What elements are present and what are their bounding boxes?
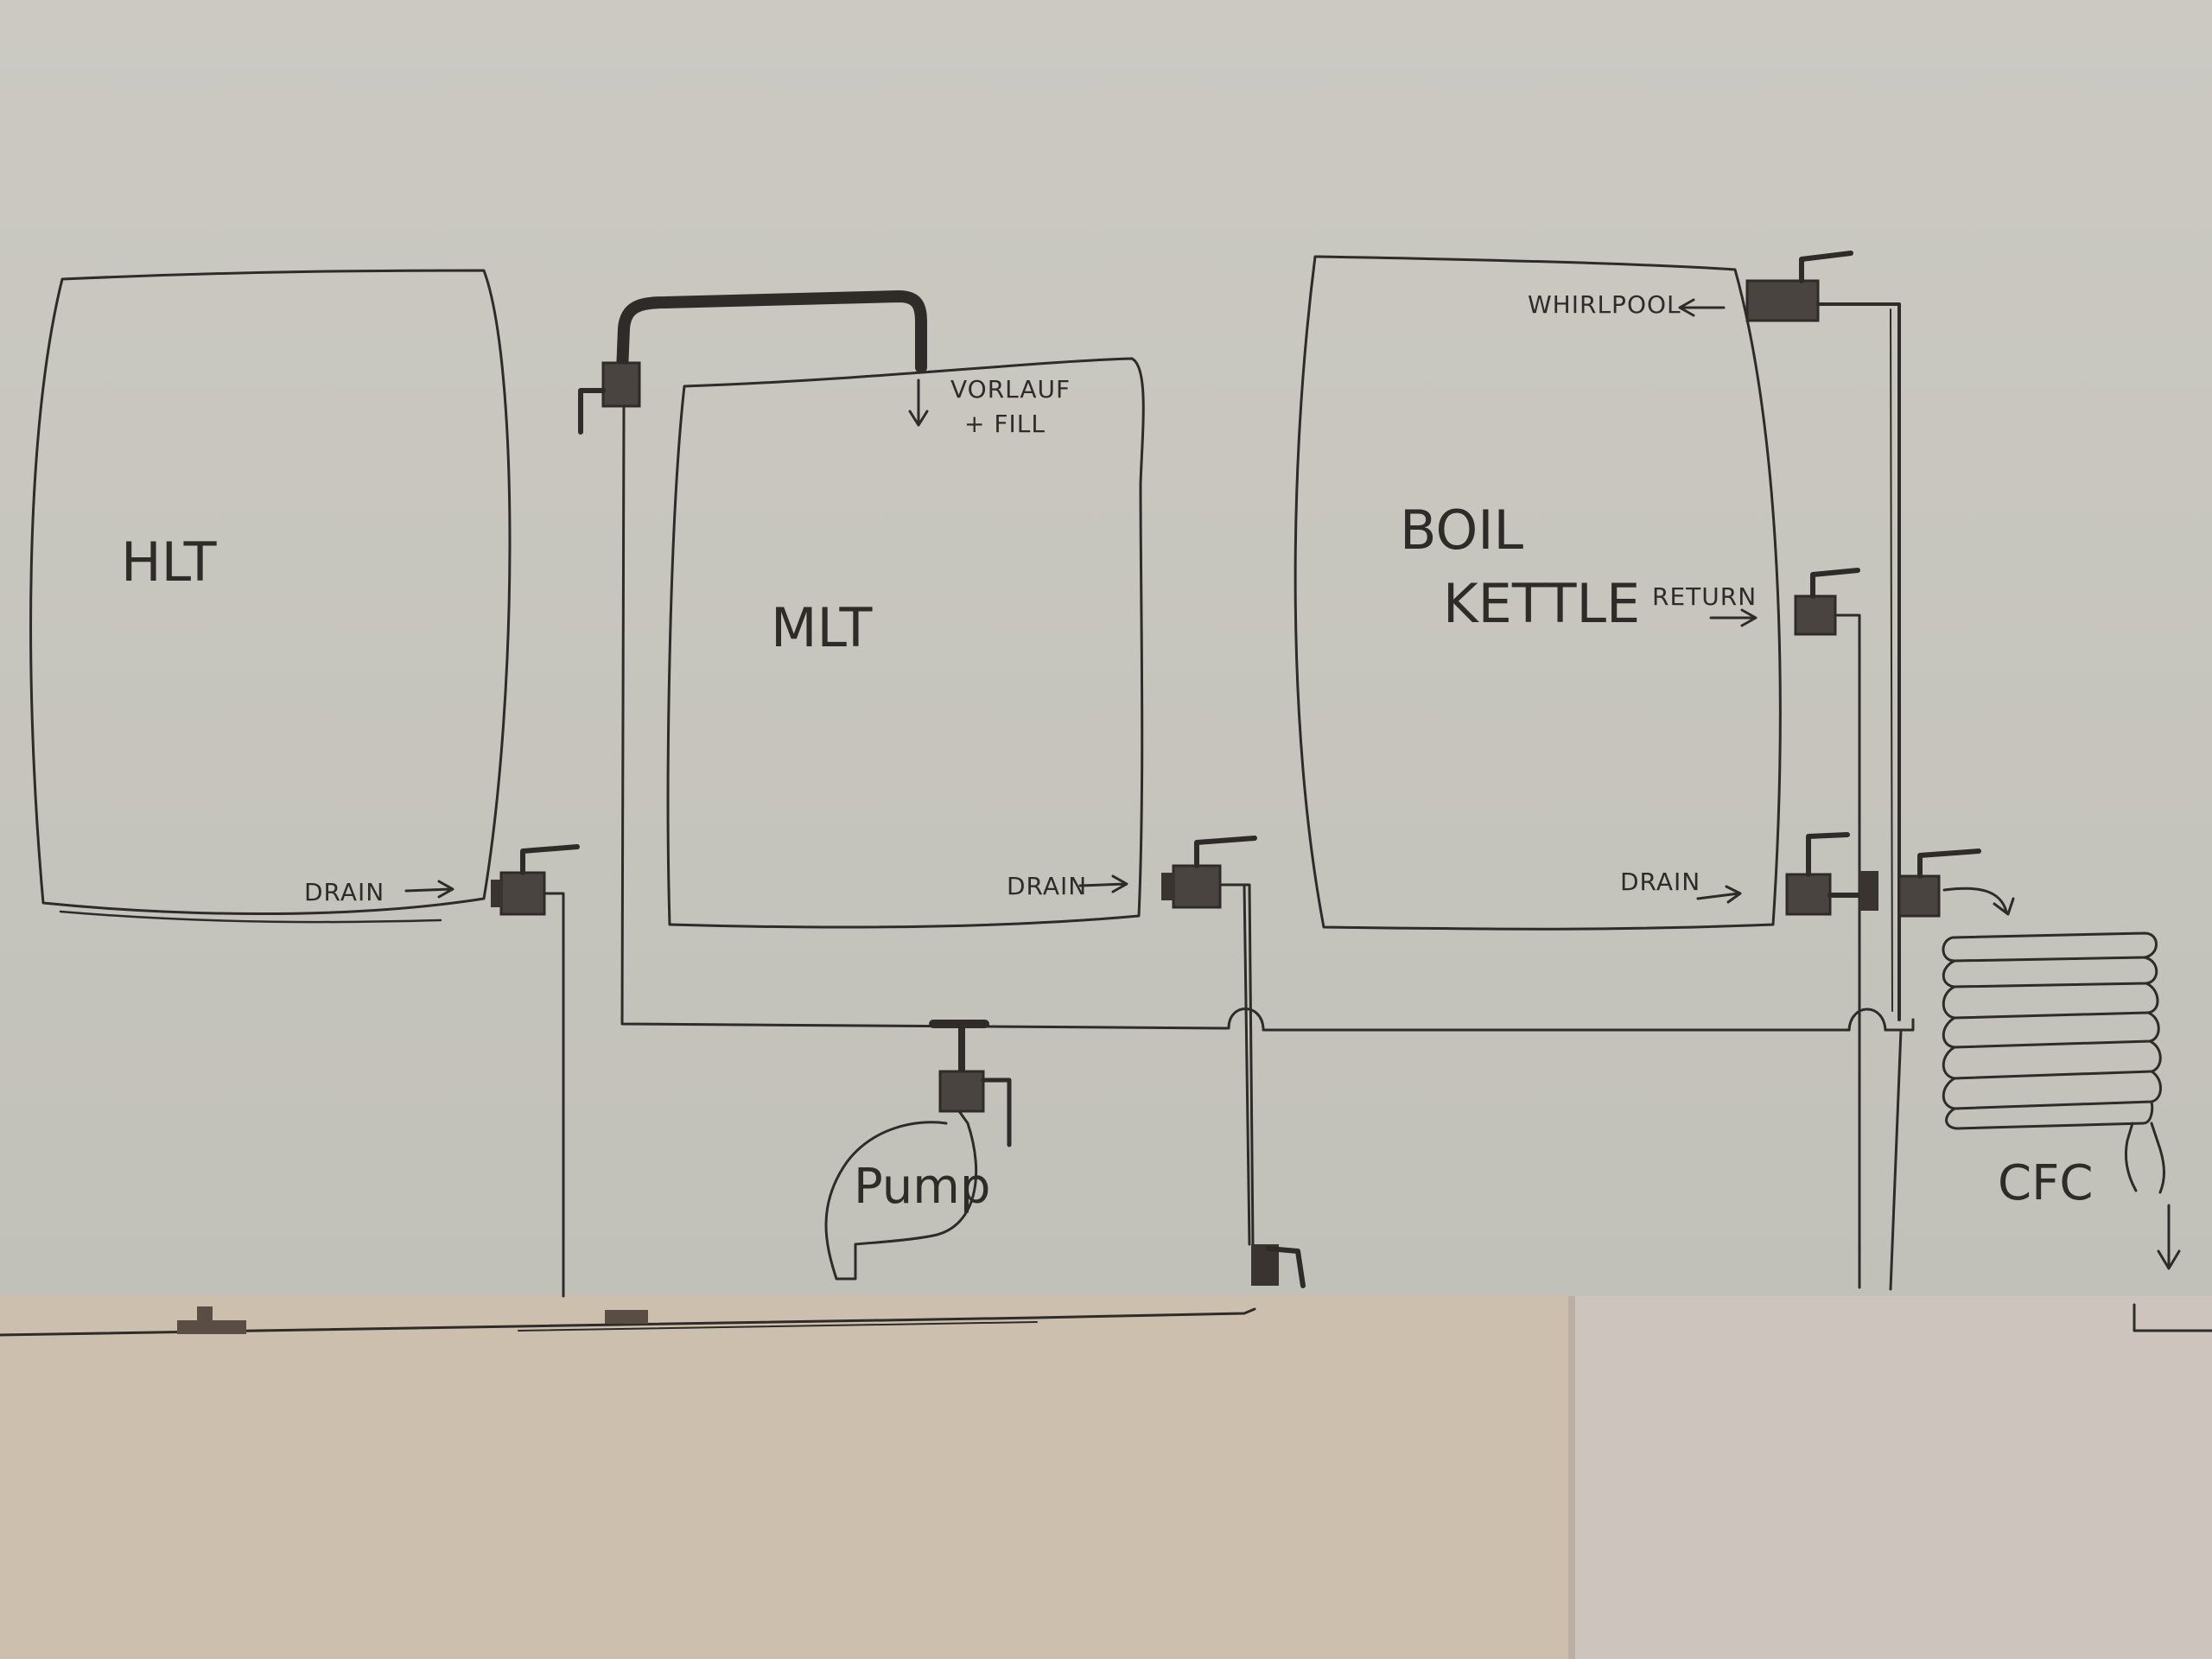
pump-tee: [929, 1020, 989, 1075]
paper-lower-left: [0, 1296, 1574, 1659]
whirlpool-label: WHIRLPOOL: [1528, 290, 1681, 319]
cfc-inlet-valve: [1897, 849, 2015, 918]
pump: Pump: [824, 1109, 990, 1281]
kettle-label: KETTLE: [1443, 572, 1640, 635]
mlt-top-valve: [578, 361, 641, 435]
hlt-vessel: HLT: [29, 269, 512, 924]
vorlauf-fill-label: + FILL: [964, 410, 1046, 438]
hlt-drain-valve: [491, 844, 580, 1298]
hlt-drain: DRAIN: [304, 878, 454, 906]
mlt-drain: DRAIN: [1007, 872, 1128, 900]
hlt-drain-label: DRAIN: [304, 878, 385, 906]
whirlpool-port: WHIRLPOOL: [1528, 251, 1901, 1021]
mlt-vorlauf-inlet: VORLAUF + FILL: [616, 290, 1071, 438]
cfc-label: CFC: [1998, 1155, 2093, 1211]
bk-drain: DRAIN: [1620, 832, 1878, 916]
boil-kettle-vessel: BOIL KETTLE: [1294, 255, 1782, 931]
return-label: RETURN: [1652, 582, 1757, 611]
bk-drain-label: DRAIN: [1620, 868, 1700, 896]
paper-upper: [0, 0, 2212, 1296]
mlt-vessel: MLT: [666, 357, 1145, 929]
hose-line: [620, 404, 1915, 1032]
vorlauf-label: VORLAUF: [950, 375, 1071, 404]
mlt-label: MLT: [771, 596, 873, 659]
mlt-drain-valve: [1161, 836, 1306, 1288]
pump-label: Pump: [854, 1159, 990, 1215]
lower-sheet-hose: [0, 1303, 2212, 1337]
paper-lower-right: [1574, 1296, 2212, 1659]
cfc-coil: CFC: [1942, 931, 2181, 1270]
paper-seam-shadow: [1568, 1296, 1575, 1659]
mlt-drain-label: DRAIN: [1007, 872, 1087, 900]
pump-valve: [938, 1070, 1012, 1147]
boil-label: BOIL: [1400, 499, 1524, 562]
return-port: RETURN: [1652, 568, 1861, 1289]
hlt-label: HLT: [121, 531, 218, 594]
